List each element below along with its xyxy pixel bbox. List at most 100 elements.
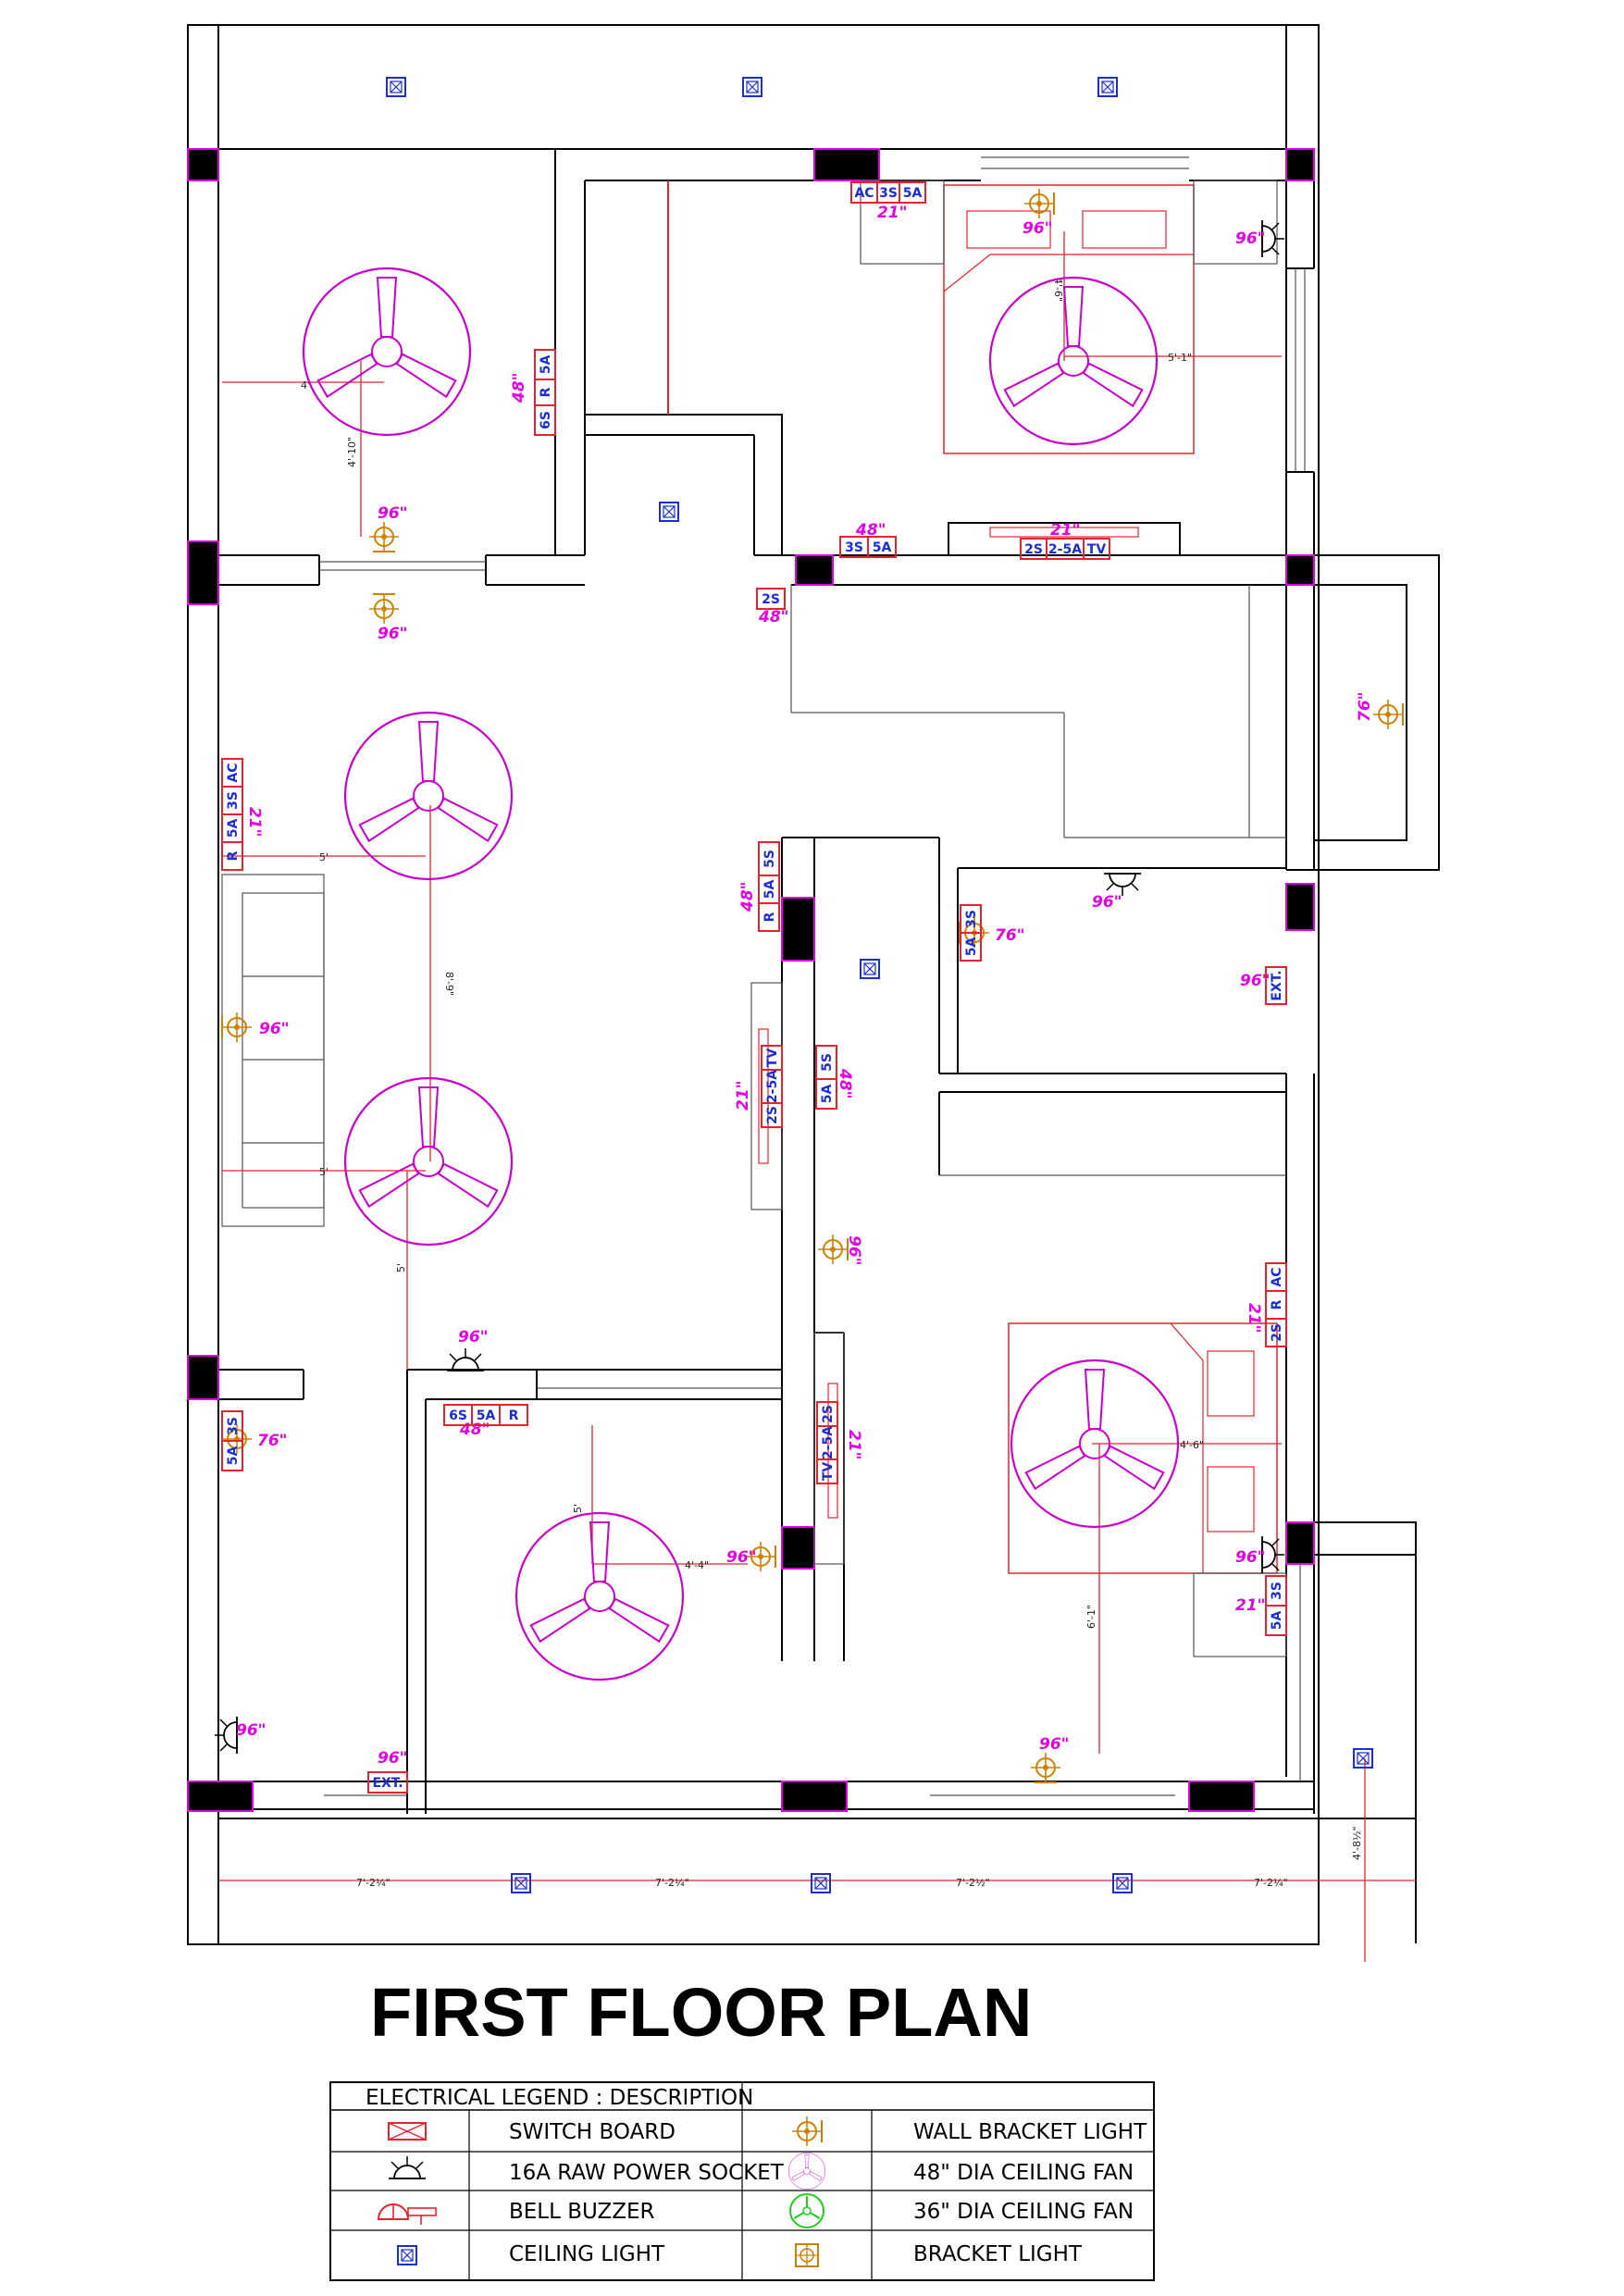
switch-board-cell xyxy=(221,841,243,871)
legend-label: BRACKET LIGHT xyxy=(913,2242,1083,2266)
wall-bracket-light-icon xyxy=(1023,188,1055,219)
wall-bracket-light-icon xyxy=(368,521,400,552)
dimension-lines xyxy=(218,231,1416,1962)
switch-board-cell xyxy=(367,1771,408,1793)
switch-board-cell xyxy=(960,932,982,962)
column xyxy=(781,1781,848,1812)
dim-label: 7'-2½" xyxy=(956,1877,990,1889)
dim-label: 4'-4" xyxy=(685,1559,709,1571)
column xyxy=(187,540,219,605)
height-label: 48" xyxy=(510,372,528,403)
ceiling-light-icon xyxy=(386,77,406,97)
column xyxy=(781,1526,815,1570)
dim-label: 5' xyxy=(319,851,329,863)
ceiling-light-icon xyxy=(397,2245,417,2265)
switch-board-label: AC xyxy=(226,763,241,782)
height-label: 76" xyxy=(257,1432,288,1450)
switch-board-label: R xyxy=(539,387,553,397)
switch-board-label: R xyxy=(509,1409,519,1423)
switch-board-label: 5S xyxy=(820,1053,835,1072)
switch-board-cell xyxy=(534,404,556,436)
switch-board-cell xyxy=(1265,1318,1287,1347)
dim-label: 4'-6" xyxy=(1180,1439,1204,1451)
switch-board-cell xyxy=(867,536,897,558)
column xyxy=(1188,1781,1255,1812)
ceiling-light-icon xyxy=(1112,1873,1133,1893)
columns xyxy=(187,148,1315,1812)
switch-board-label: 5A xyxy=(873,540,892,555)
switch-board-label: 2-5A xyxy=(1048,542,1082,557)
legend-label: WALL BRACKET LIGHT xyxy=(913,2120,1147,2144)
switch-board-label: 2S xyxy=(821,1405,836,1423)
legend-label: 48" DIA CEILING FAN xyxy=(913,2161,1134,2185)
column xyxy=(781,897,815,962)
height-label: 21" xyxy=(734,1080,752,1111)
switch-board-cell xyxy=(1265,1605,1287,1636)
column xyxy=(1285,554,1315,586)
height-label: 48" xyxy=(836,1068,854,1099)
switch-board-label: 2S xyxy=(765,1106,780,1124)
switch-board-label: R xyxy=(226,850,241,861)
switch-board-label: 6S xyxy=(449,1409,467,1423)
switch-board-label: 6S xyxy=(539,411,553,429)
switch-board-label: 3S xyxy=(226,1417,241,1435)
ceiling-light-icon xyxy=(742,77,762,97)
dim-label: 7'-2¼" xyxy=(1254,1877,1288,1889)
ceiling-light-icon xyxy=(1097,77,1118,97)
switch-board-label: AC xyxy=(1270,1267,1284,1286)
switch-board-cell xyxy=(758,902,780,932)
ceiling-fans xyxy=(302,267,1180,1682)
dim-label: 5' xyxy=(572,1504,584,1513)
switch-board-label: R xyxy=(1270,1299,1284,1309)
dim-label: 6'-1" xyxy=(1085,1605,1097,1629)
wall-bracket-light-icon xyxy=(1030,1752,1061,1783)
dim-label: 7'-2¼" xyxy=(356,1877,391,1889)
height-label: 96" xyxy=(845,1235,863,1266)
height-label: 96" xyxy=(378,504,408,523)
ceiling-fan-48-icon xyxy=(514,1511,685,1682)
switch-board: EXT. xyxy=(367,1771,408,1793)
switch-board-label: EXT. xyxy=(1270,970,1284,1000)
dim-label: 5' xyxy=(395,1263,407,1272)
switch-board-label: 5A xyxy=(903,186,923,201)
height-label: 21" xyxy=(845,1430,863,1460)
legend-header: ELECTRICAL LEGEND : DESCRIPTION xyxy=(366,2086,753,2110)
switch-board-label: 5A xyxy=(539,355,553,375)
switch-board-label: R xyxy=(762,912,777,922)
switch-board: EXT. xyxy=(1265,966,1287,1005)
wall-bracket-light-icon xyxy=(791,2116,823,2147)
switch-board-label: 2-5A xyxy=(821,1426,836,1459)
dim-label: 7'-2¼" xyxy=(655,1877,689,1889)
switch-board-label: 3S xyxy=(226,791,241,810)
height-label: 21" xyxy=(1245,1303,1263,1334)
height-label: 76" xyxy=(995,926,1025,945)
height-label: 96" xyxy=(1235,230,1266,248)
bracket-light-icon xyxy=(795,2243,819,2267)
ceiling-light-icon xyxy=(860,959,880,979)
height-label: 96" xyxy=(1039,1735,1070,1754)
height-label: 96" xyxy=(236,1721,267,1740)
switch-board-label: 3S xyxy=(1270,1582,1284,1600)
switch-board-label: 5A xyxy=(1270,1611,1284,1631)
power-socket-icon xyxy=(388,2155,427,2179)
switch-board-label: TV xyxy=(765,1049,780,1068)
wall-bracket-light-icon xyxy=(817,1234,849,1265)
tv-unit-bottom xyxy=(813,1332,845,1565)
switch-board: 5A R 6S xyxy=(534,349,556,436)
switch-board-icon xyxy=(388,2122,427,2141)
legend-label: 36" DIA CEILING FAN xyxy=(913,2200,1134,2224)
height-label: 96" xyxy=(458,1328,489,1347)
switch-board-cell xyxy=(221,1440,243,1471)
switch-board: 3S 5A xyxy=(1265,1575,1287,1636)
switch-board-label: 3S xyxy=(845,540,863,555)
dim-label: 5' xyxy=(319,1166,329,1178)
dim-label: 4'-8½" xyxy=(1351,1826,1363,1860)
